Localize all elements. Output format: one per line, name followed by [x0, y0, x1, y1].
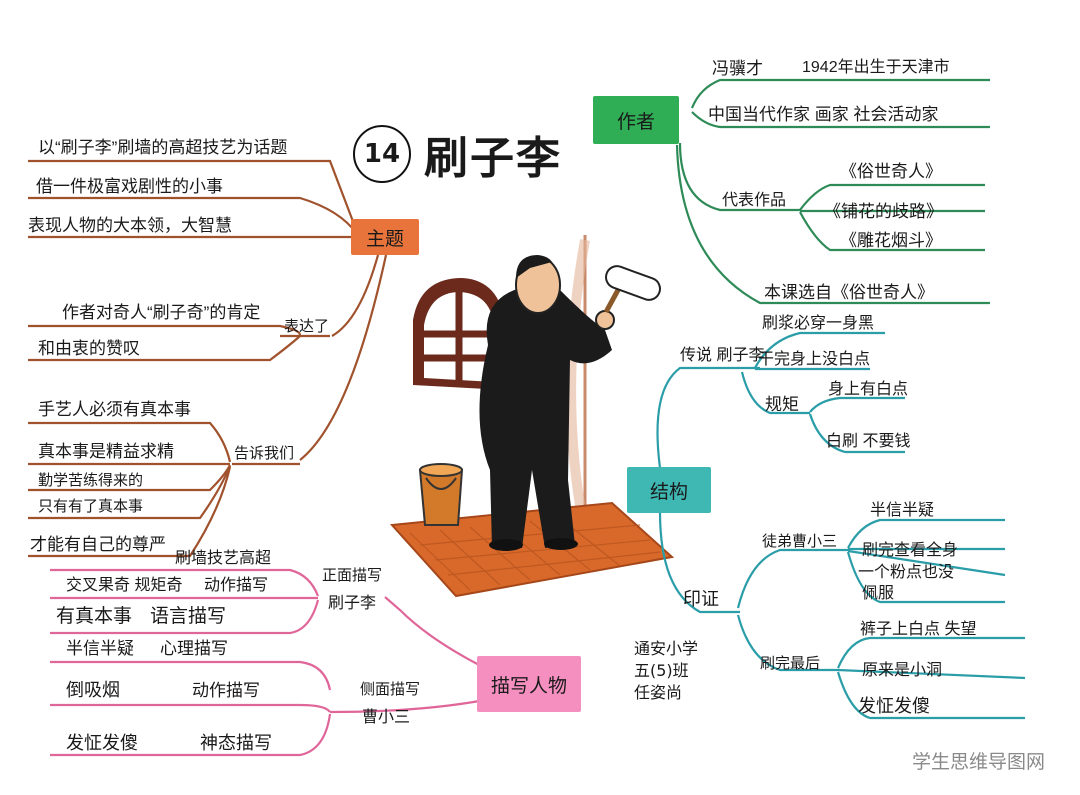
cemian-row-3a: 发怔发傻 — [66, 733, 138, 753]
tudi-item-2: 刷完查看全身 — [862, 541, 958, 559]
work-1: 《俗世奇人》 — [840, 162, 942, 181]
zhengmian-row-3a: 有真本事 — [56, 605, 132, 627]
signature-class: 五(5)班 — [634, 661, 689, 680]
zuihou-label: 刷完最后 — [760, 655, 820, 672]
guiju-item-2: 白刷 不要钱 — [826, 432, 910, 450]
chuanshuo-item-1: 刷浆必穿一身黑 — [762, 314, 874, 332]
gaosu-item-4: 只有有了真本事 — [38, 497, 143, 515]
signature-school: 通安小学 — [634, 639, 699, 658]
cemian-row-2b: 动作描写 — [192, 681, 260, 700]
signature-name: 任姿尚 — [634, 683, 683, 702]
zhengmian-person: 刷子李 — [328, 594, 376, 612]
zhengmian-row-2a: 交叉果奇 规矩奇 — [66, 576, 182, 594]
floor-rug — [389, 501, 675, 598]
author-signature: 通安小学 五(5)班 任姿尚 — [634, 638, 714, 704]
gaosu-item-1: 手艺人必须有真本事 — [38, 400, 191, 419]
cemian-person: 曹小三 — [362, 708, 410, 726]
gaosu-label: 告诉我们 — [234, 445, 294, 462]
cemian-label: 侧面描写 — [360, 681, 420, 698]
author-identity: 中国当代作家 画家 社会活动家 — [708, 105, 938, 124]
page-title: 刷子李 — [424, 133, 562, 184]
paint-bucket — [418, 463, 464, 526]
gaosu-item-2: 真本事是精益求精 — [38, 442, 174, 461]
branch-jiegou-lines — [656, 331, 1026, 720]
biaoda-item-2: 和由衷的赞叹 — [38, 339, 140, 358]
work-3: 《雕花烟斗》 — [840, 231, 942, 250]
node-zhuti: 主题 — [351, 219, 419, 255]
chuanshuo-item-2: 干完身上没白点 — [758, 350, 870, 368]
tudi-item-3: 一个粉点也没 — [858, 563, 954, 581]
zuihou-item-2: 原来是小洞 — [862, 661, 942, 679]
zuihou-item-3: 发怔发傻 — [858, 696, 930, 716]
guiju-item-1: 身上有白点 — [828, 380, 908, 398]
cemian-row-1a: 半信半疑 — [66, 639, 134, 658]
source-text: 本课选自《俗世奇人》 — [764, 283, 934, 302]
brush-li-figure — [479, 255, 661, 551]
zhengmian-row-2b: 动作描写 — [204, 576, 268, 594]
node-jiegou: 结构 — [627, 467, 711, 513]
wall-shade — [566, 239, 590, 506]
branch-miaoxie-lines — [50, 568, 486, 757]
node-zuozhe: 作者 — [593, 96, 679, 144]
author-birth: 1942年出生于天津市 — [802, 58, 950, 76]
window — [413, 278, 505, 390]
guiju-label: 规矩 — [765, 395, 799, 414]
tudi-item-4: 佩服 — [862, 584, 894, 602]
zhengmian-row-3b: 语言描写 — [150, 605, 226, 627]
tudi-label: 徒弟曹小三 — [762, 533, 837, 550]
author-name: 冯骥才 — [712, 59, 763, 78]
gaosu-item-5: 才能有自己的尊严 — [30, 535, 166, 554]
gaosu-item-3: 勤学苦练得来的 — [38, 472, 143, 489]
node-miaoxie: 描写人物 — [477, 656, 581, 712]
work-2: 《铺花的歧路》 — [824, 202, 943, 221]
zhengmian-row-1: 刷墙技艺高超 — [175, 549, 271, 567]
lesson-number: 14 — [353, 125, 411, 183]
yinzheng-label: 印证 — [683, 589, 719, 609]
chuanshuo-label: 传说 刷子李 — [680, 346, 764, 364]
biaoda-label: 表达了 — [284, 318, 329, 335]
zhuti-item-2: 借一件极富戏剧性的小事 — [36, 177, 223, 196]
tudi-item-1: 半信半疑 — [870, 501, 934, 519]
zuihou-item-1: 裤子上白点 失望 — [860, 620, 976, 638]
zhengmian-label: 正面描写 — [322, 567, 382, 584]
watermark: 学生思维导图网 — [912, 751, 1046, 773]
biaoda-item-1: 作者对奇人“刷子奇”的肯定 — [62, 303, 260, 322]
zhuti-item-3: 表现人物的大本领，大智慧 — [28, 216, 232, 235]
works-label: 代表作品 — [722, 191, 786, 209]
cemian-row-1b: 心理描写 — [160, 639, 228, 658]
cemian-row-2a: 倒吸烟 — [66, 680, 120, 700]
cemian-row-3b: 神态描写 — [200, 733, 272, 753]
illustration — [389, 235, 675, 598]
zhuti-item-1: 以“刷子李”刷墙的高超技艺为话题 — [38, 138, 287, 157]
branch-zuozhe-lines — [675, 78, 990, 305]
